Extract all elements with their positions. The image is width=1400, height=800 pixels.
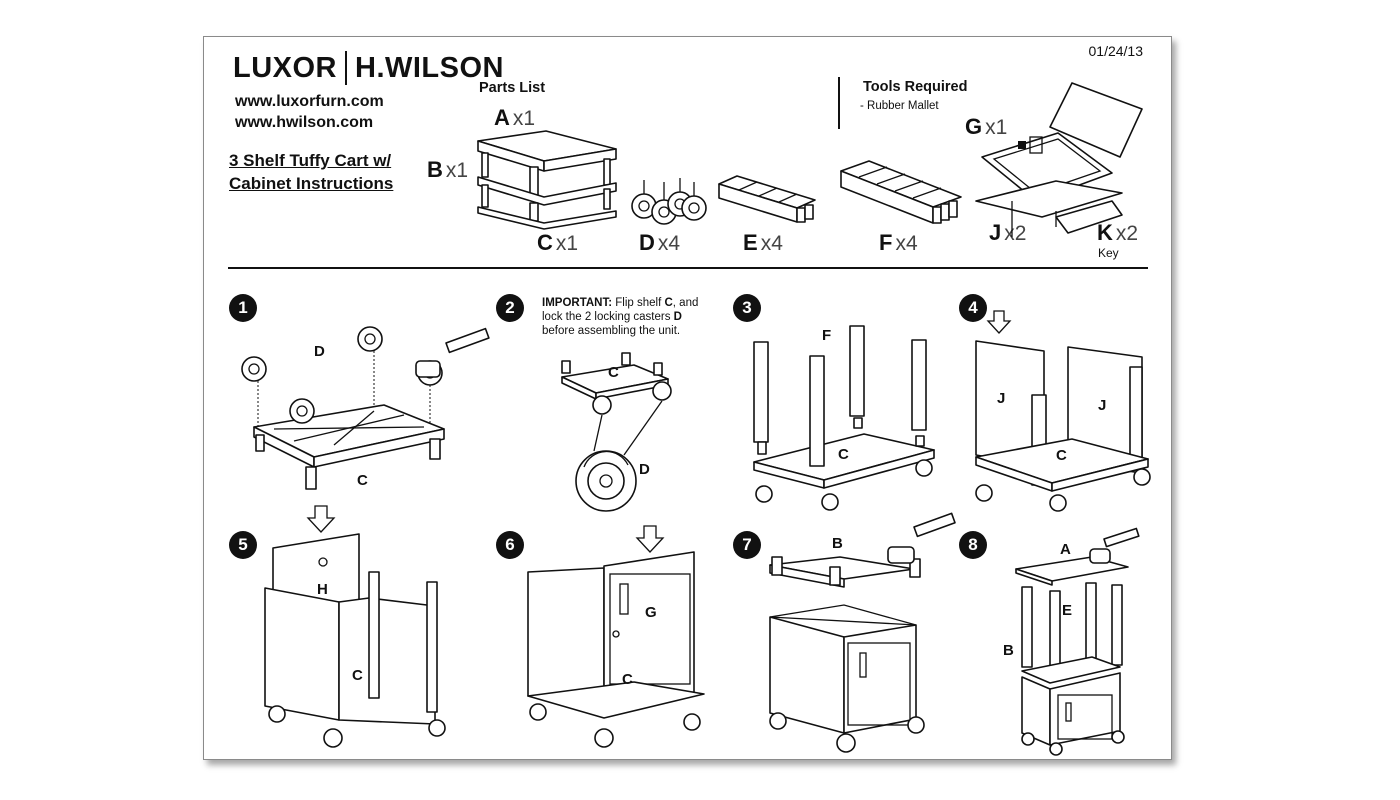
tools-heading: Tools Required	[863, 79, 968, 95]
step-6-number: 6	[496, 531, 524, 559]
url-luxor[interactable]: www.luxorfurn.com	[235, 93, 384, 110]
step-6-label-c: C	[622, 671, 633, 688]
casters-drawing	[631, 178, 707, 225]
step-4-label-j-right: J	[1098, 397, 1107, 414]
instruction-sheet: LUXOR H.WILSON www.luxorfurn.com www.hwi…	[203, 36, 1172, 760]
step-3-label-f: F	[822, 327, 832, 344]
step-3-label-c: C	[838, 446, 849, 463]
step-5-label-c: C	[352, 667, 363, 684]
step-8-drawing	[1015, 527, 1140, 756]
tools-divider	[838, 77, 840, 129]
shelf-stack-drawing	[477, 130, 617, 230]
step-5-label-h: H	[317, 581, 328, 598]
step-8-label-e: E	[1062, 602, 1073, 619]
step-6-drawing	[527, 525, 705, 748]
step-1-number: 1	[229, 294, 257, 322]
panels-drawing	[975, 82, 1143, 237]
parts-list-heading: Parts List	[479, 80, 546, 96]
brand-logo: LUXOR H.WILSON	[233, 51, 504, 85]
step-7-number: 7	[733, 531, 761, 559]
brand-hwilson: H.WILSON	[355, 51, 504, 84]
posts-e-drawing	[718, 175, 816, 223]
step-1-label-d: D	[314, 343, 325, 360]
document-title: 3 Shelf Tuffy Cart w/ Cabinet Instructio…	[229, 149, 393, 195]
tool-rubber-mallet: - Rubber Mallet	[860, 100, 939, 112]
brand-separator	[345, 51, 347, 85]
step-2-label-d: D	[639, 461, 650, 478]
step-3-number: 3	[733, 294, 761, 322]
step-7-drawing	[769, 512, 956, 753]
step-4-drawing	[975, 310, 1151, 512]
url-hwilson[interactable]: www.hwilson.com	[235, 114, 374, 131]
posts-f-drawing	[840, 160, 962, 224]
step-2-important-note: IMPORTANT: Flip shelf C, and lock the 2 …	[542, 297, 699, 337]
document-title-line1: 3 Shelf Tuffy Cart w/	[229, 151, 392, 170]
step-3-drawing	[753, 325, 935, 511]
step-7-label-b: B	[832, 535, 843, 552]
document-title-line2: Cabinet Instructions	[229, 174, 394, 193]
step-6-label-g: G	[645, 604, 657, 621]
step-4-label-c: C	[1056, 447, 1067, 464]
step-8-number: 8	[959, 531, 987, 559]
document-date: 01/24/13	[1088, 43, 1144, 59]
step-2-label-c: C	[608, 364, 619, 381]
step-1-label-c: C	[357, 472, 368, 489]
step-4-label-j-left: J	[997, 390, 1006, 407]
step-8-label-a: A	[1060, 541, 1071, 558]
step-1-drawing	[241, 326, 490, 490]
step-5-number: 5	[229, 531, 257, 559]
key-caption: Key	[1098, 246, 1119, 260]
step-8-label-b: B	[1003, 642, 1014, 659]
step-2-drawing	[561, 352, 672, 512]
brand-luxor: LUXOR	[233, 51, 337, 84]
step-2-number: 2	[496, 294, 524, 322]
section-divider	[228, 267, 1148, 269]
step-4-number: 4	[959, 294, 987, 322]
step-5-drawing	[264, 505, 446, 748]
